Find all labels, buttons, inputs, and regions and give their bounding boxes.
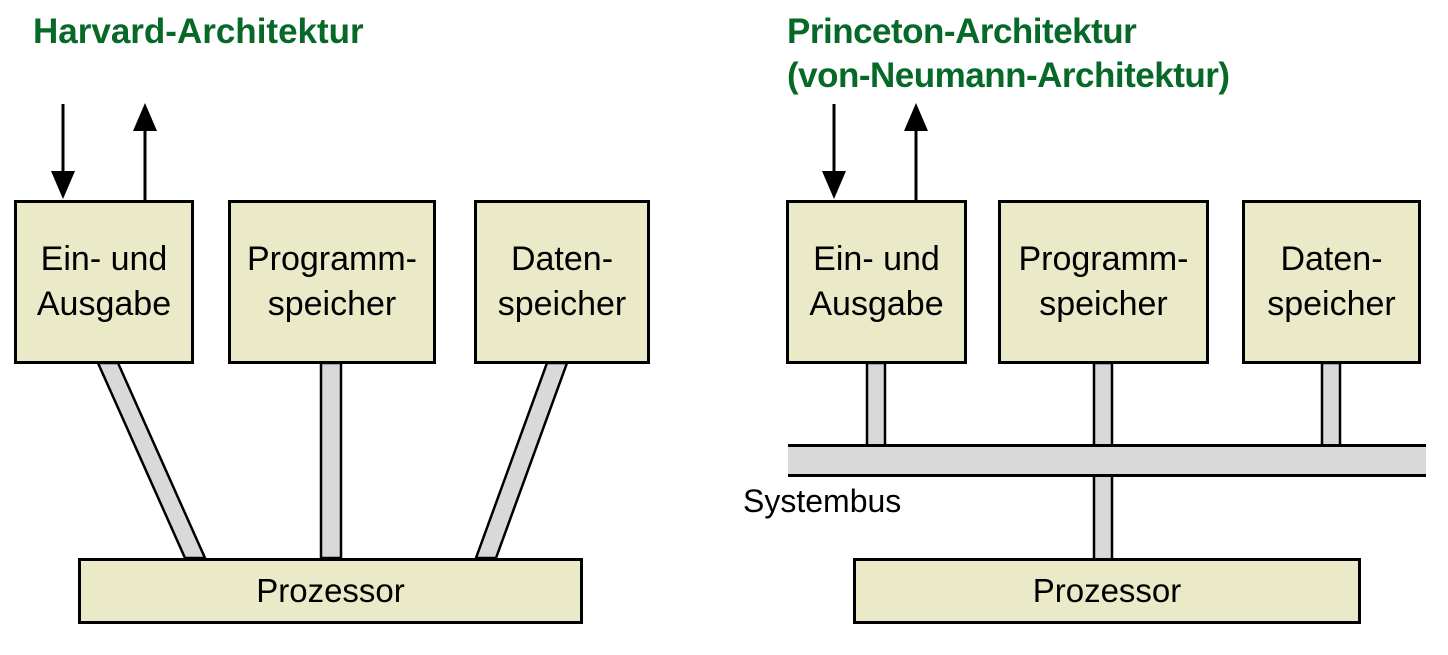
princeton-io-box: Ein- und Ausgabe — [786, 200, 967, 364]
system-bus-label: Systembus — [743, 483, 902, 519]
box-label-line: Ein- und — [40, 240, 168, 278]
princeton-program-connector — [1092, 361, 1114, 448]
bus-processor-connector — [1092, 472, 1114, 562]
box-label-line: speicher — [1039, 285, 1168, 323]
box-label-line: Daten- — [510, 240, 614, 278]
box-label-line: Programm- — [246, 240, 418, 278]
processor-label: Prozessor — [1032, 572, 1182, 609]
princeton-processor-box: Prozessor — [853, 558, 1361, 624]
box-label-line: Programm- — [1018, 240, 1189, 278]
princeton-io-connector — [865, 361, 887, 448]
harvard-program-connector — [319, 361, 343, 560]
princeton-data-connector — [1320, 361, 1342, 448]
box-label-line: Ein- und — [813, 240, 940, 278]
princeton-program-memory-box: Programm- speicher — [998, 200, 1209, 364]
box-label-line: speicher — [497, 285, 627, 323]
box-label-line: speicher — [267, 285, 397, 323]
princeton-input-arrow-icon — [822, 104, 846, 199]
princeton-title-line2: (von-Neumann-Architektur) — [787, 56, 1230, 95]
harvard-processor-box: Prozessor — [78, 558, 583, 624]
harvard-input-arrow-icon — [51, 104, 75, 199]
princeton-title: Princeton-Architektur (von-Neumann-Archi… — [787, 10, 1230, 98]
box-label-line: speicher — [1267, 285, 1396, 323]
harvard-io-box: Ein- und Ausgabe — [14, 200, 194, 364]
harvard-data-memory-box: Daten- speicher — [474, 200, 650, 364]
system-bus-bar — [788, 447, 1426, 474]
processor-label: Prozessor — [256, 572, 405, 609]
harvard-output-arrow-icon — [133, 103, 157, 200]
princeton-title-line1: Princeton-Architektur — [787, 12, 1137, 51]
harvard-data-connector — [474, 361, 569, 560]
princeton-output-arrow-icon — [904, 103, 928, 200]
princeton-data-memory-box: Daten- speicher — [1242, 200, 1421, 364]
box-label-line: Daten- — [1280, 240, 1383, 278]
box-label-line: Ausgabe — [36, 285, 172, 323]
harvard-io-connector — [96, 361, 207, 560]
harvard-program-memory-box: Programm- speicher — [228, 200, 436, 364]
harvard-title: Harvard-Architektur — [33, 12, 364, 51]
box-label-line: Ausgabe — [809, 285, 944, 323]
